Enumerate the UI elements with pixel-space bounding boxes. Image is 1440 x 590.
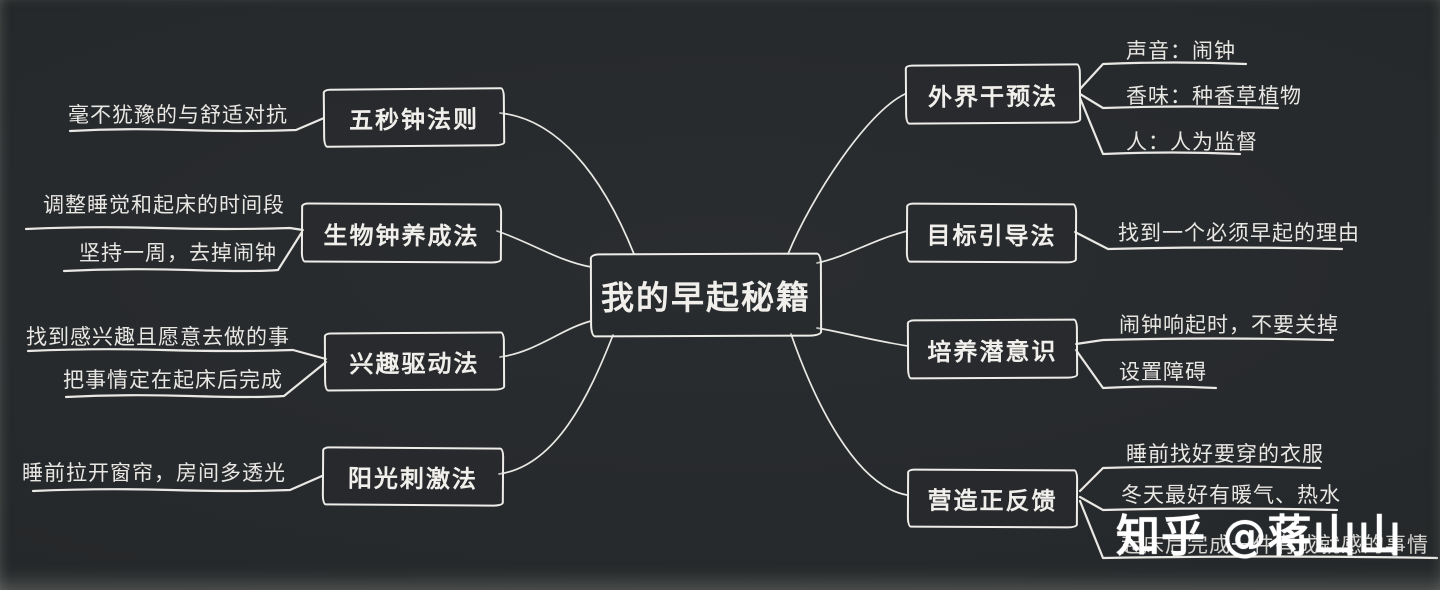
leafline-goal-1: [1073, 230, 1344, 251]
branch-label: 外界干预法: [927, 82, 1059, 111]
branch-label: 目标引导法: [926, 221, 1057, 250]
leaf-topic[interactable]: 起床后完成一件有成就感的事情: [1121, 533, 1429, 557]
branch-five-second-rule[interactable]: 五秒钟法则: [322, 87, 506, 148]
connector-root-to-subconscious: [816, 327, 909, 347]
leaf-topic[interactable]: 睡前找好要穿的衣服: [1126, 442, 1324, 466]
leafline-external-people: [1078, 96, 1242, 156]
leafline-sunlight-1: [31, 474, 324, 493]
branch-sunlight-stimulus[interactable]: 阳光刺激法: [321, 446, 505, 507]
leaf-topic[interactable]: 把事情定在起床后完成: [63, 368, 283, 392]
branch-subconscious[interactable]: 培养潜意识: [906, 318, 1079, 380]
leafline-bioclock-2: [62, 230, 304, 273]
leaf-topic[interactable]: 调整睡觉和起床的时间段: [43, 193, 285, 217]
leafline-feedback-3: [1078, 499, 1439, 560]
branch-goal-guidance[interactable]: 目标引导法: [905, 202, 1078, 264]
zhihu-watermark: 知乎 @蒋山山: [1116, 511, 1403, 562]
leafline-feedback-2: [1078, 495, 1339, 512]
leaf-topic[interactable]: 冬天最好有暖气、热水: [1121, 483, 1341, 507]
connector-root-to-interest-driven: [499, 320, 592, 358]
leaf-topic[interactable]: 香味：种香草植物: [1126, 84, 1302, 108]
branch-label: 营造正反馈: [927, 486, 1058, 516]
branch-label: 阳光刺激法: [347, 464, 479, 494]
leafline-subconscious-2: [1074, 348, 1218, 390]
branch-biological-clock[interactable]: 生物钟养成法: [300, 202, 503, 264]
branch-label: 培养潜意识: [927, 337, 1058, 366]
leafline-five-second-1: [68, 116, 326, 133]
leafline-bioclock-1: [24, 226, 305, 232]
leaf-topic[interactable]: 声音：闹钟: [1126, 39, 1236, 63]
branch-label: 五秒钟法则: [348, 105, 480, 135]
connector-root-to-biological-clock: [496, 230, 592, 268]
leaf-topic[interactable]: 坚持一周，去掉闹钟: [79, 241, 277, 265]
leafline-feedback-1: [1078, 465, 1322, 493]
leaf-topic[interactable]: 睡前拉开窗帘，房间多透光: [22, 461, 286, 485]
leaf-topic[interactable]: 找到一个必须早起的理由: [1118, 221, 1360, 245]
leafline-external-scent: [1078, 92, 1280, 110]
leaf-topic[interactable]: 毫不犹豫的与舒适对抗: [68, 103, 288, 127]
branch-interest-driven[interactable]: 兴趣驱动法: [323, 331, 506, 392]
branch-external-intervention[interactable]: 外界干预法: [904, 63, 1082, 125]
branch-label: 兴趣驱动法: [349, 349, 480, 379]
branch-positive-feedback[interactable]: 营造正反馈: [906, 468, 1079, 529]
leafline-interest-1: [26, 348, 328, 361]
connector-root-to-five-second-rule: [499, 112, 635, 255]
connector-root-to-goal-guidance: [816, 230, 908, 264]
leaf-topic[interactable]: 找到感兴趣且愿意去做的事: [26, 325, 290, 349]
connector-root-to-sunlight-stimulus: [498, 334, 614, 475]
leafline-external-sound: [1078, 61, 1248, 91]
root-topic-label: 我的早起秘籍: [600, 277, 812, 318]
leafline-interest-2: [64, 360, 328, 399]
leaf-topic[interactable]: 闹钟响起时，不要关掉: [1119, 313, 1339, 337]
leafline-subconscious-1: [1074, 337, 1335, 346]
connector-root-to-positive-feedback: [790, 333, 908, 496]
connector-root-to-external-intervention: [787, 93, 906, 255]
leaf-topic[interactable]: 人：人为监督: [1126, 130, 1258, 154]
root-topic[interactable]: 我的早起秘籍: [589, 252, 823, 338]
branch-label: 生物钟养成法: [323, 221, 480, 250]
leaf-topic[interactable]: 设置障碍: [1119, 360, 1207, 384]
